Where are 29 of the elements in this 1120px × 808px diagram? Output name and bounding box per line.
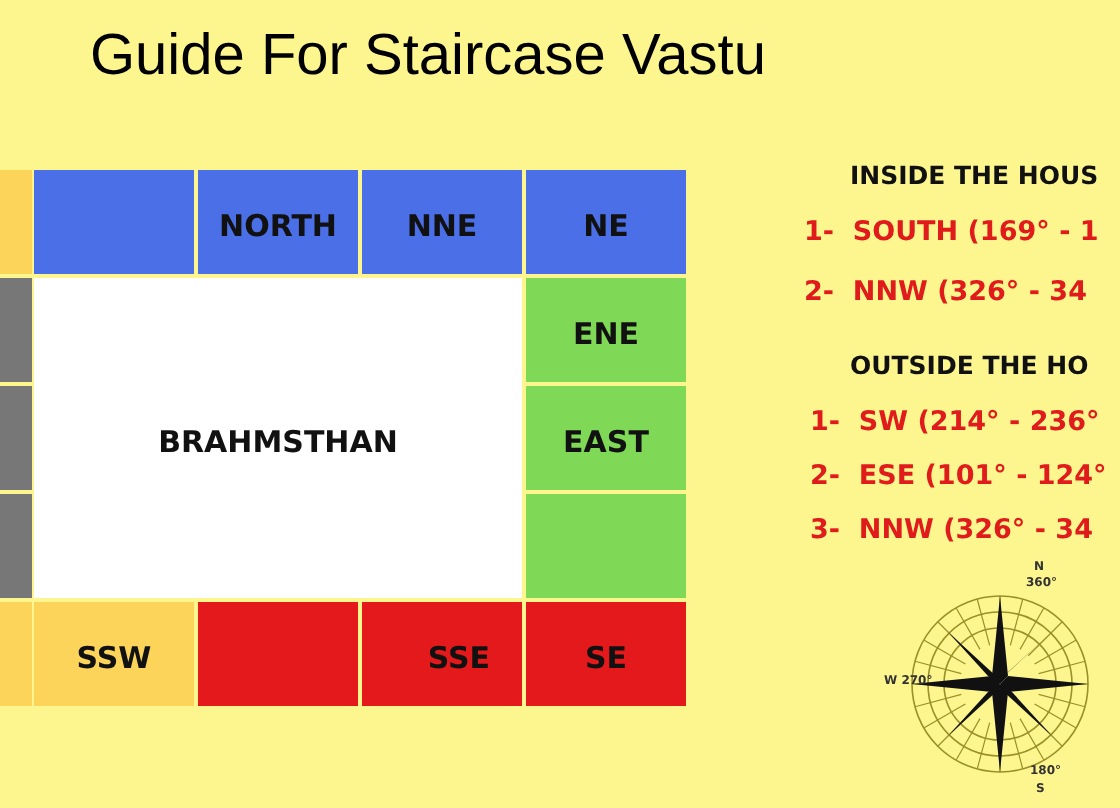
- zone-label: EAST: [563, 424, 649, 460]
- zone-tile: [526, 386, 686, 490]
- zone-label: NNE: [406, 208, 478, 244]
- title: Guide For Staircase Vastu: [90, 24, 766, 90]
- list-item: 1- SW (214° - 236°: [810, 406, 1100, 438]
- zone-tile: [526, 602, 686, 706]
- zone-label: NORTH: [219, 208, 337, 244]
- zone-label: ENE: [572, 316, 640, 352]
- list-item: 1- SOUTH (169° - 1: [804, 216, 1099, 248]
- zone-label: NE: [583, 208, 629, 244]
- zone-tile: [362, 170, 522, 274]
- zone-label: SSE: [427, 640, 490, 676]
- zone-tile: [198, 170, 358, 274]
- section-heading: INSIDE THE HOUS: [850, 160, 1099, 190]
- zone-label: SE: [584, 640, 628, 676]
- zone-label: BRAHMSTHAN: [158, 424, 398, 460]
- zone-tile: [362, 602, 522, 706]
- list-item: 2- ESE (101° - 124°: [810, 460, 1107, 492]
- zone-tile: [34, 170, 194, 274]
- zone-tile: [198, 602, 358, 706]
- zone-tile: [526, 494, 686, 598]
- zone-tile: [34, 602, 194, 706]
- list-item: 3- NNW (326° - 34: [810, 514, 1093, 546]
- zone-label: SSW: [76, 640, 152, 676]
- section-heading: OUTSIDE THE HO: [850, 350, 1089, 380]
- zone-tile: [526, 278, 686, 382]
- zone-tile: [34, 278, 522, 598]
- zone-tile: [526, 170, 686, 274]
- list-item: 2- NNW (326° - 34: [804, 276, 1087, 308]
